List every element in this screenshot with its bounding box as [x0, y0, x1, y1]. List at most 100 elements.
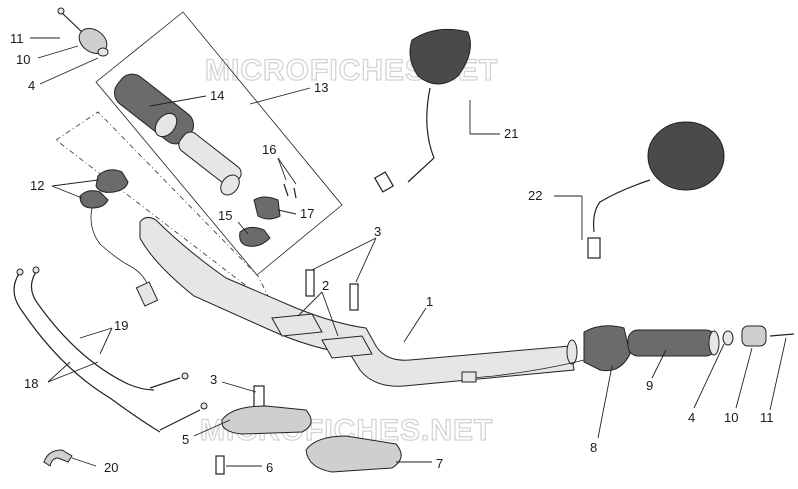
callout-13: 13: [314, 80, 328, 95]
callout-11-right: 11: [760, 410, 774, 425]
riser-bolt-3a: [305, 269, 315, 297]
right-mirror-stem: [593, 179, 651, 233]
left-mirror-21: [373, 28, 471, 193]
left-switch-lower: [79, 190, 109, 209]
left-switch-upper: [95, 169, 129, 193]
callout-6: 6: [266, 460, 273, 475]
right-switch-8: [461, 325, 631, 383]
cable-adjuster-1: [149, 377, 181, 389]
left-mirror-stem: [407, 87, 435, 183]
callout-17: 17: [300, 206, 314, 221]
left-end-bolt-11: [59, 10, 85, 35]
callout-9: 9: [646, 378, 653, 393]
lower-riser-5: [221, 385, 312, 435]
right-mirror-adapter: [587, 237, 601, 259]
left-switch-wire: [90, 207, 149, 287]
riser-bolt-3b: [349, 283, 359, 311]
handlebar-tube: [139, 216, 575, 387]
callout-20: 20: [104, 460, 118, 475]
leader-12b: [51, 185, 83, 199]
callout-19: 19: [114, 318, 128, 333]
callout-10-left: 10: [16, 52, 30, 67]
leader-2a: [297, 291, 323, 317]
right-switch-housing: [583, 325, 631, 372]
leader-1: [403, 307, 427, 343]
right-bar-end-weight-10: [741, 325, 767, 347]
right-switch-wire: [471, 359, 585, 379]
callout-4-right: 4: [688, 410, 695, 425]
throttle-tube-flange: [220, 174, 240, 196]
callout-3-lower: 3: [210, 372, 217, 387]
right-grip-end: [708, 330, 720, 356]
right-bar-end-assembly: [722, 325, 795, 347]
leader-10a: [37, 45, 79, 59]
callout-15: 15: [218, 208, 232, 223]
right-mirror-head: [647, 121, 725, 191]
callout-21: 21: [504, 126, 518, 141]
leader-8: [597, 365, 613, 439]
leader-3a2: [355, 237, 377, 283]
leader-14: [149, 95, 207, 107]
left-mirror-adapter: [373, 171, 395, 193]
leader-4b: [693, 343, 725, 409]
callout-7: 7: [436, 456, 443, 471]
callout-11-left: 11: [10, 31, 24, 46]
cable-adjuster-nut-2: [200, 402, 208, 410]
screw-16a: [283, 183, 289, 197]
handlebar-right-end: [566, 339, 578, 365]
callout-2: 2: [322, 278, 329, 293]
leader-17: [277, 209, 297, 215]
leader-3a1: [311, 237, 377, 271]
left-grip-14: [114, 73, 194, 145]
leader-18a: [47, 361, 71, 383]
lower-riser-body: [221, 405, 312, 435]
callout-1: 1: [426, 294, 433, 309]
callout-4-left: 4: [28, 78, 35, 93]
lower-riser-plate: [305, 435, 402, 473]
callout-12: 12: [30, 178, 44, 193]
left-mirror-head: [409, 28, 471, 85]
housing-half-17: [253, 196, 281, 220]
cable-clip-20: [43, 449, 73, 467]
screw-16b: [293, 187, 297, 199]
callout-8: 8: [590, 440, 597, 455]
leader-lines: [30, 37, 787, 467]
right-spacer-4: [722, 330, 734, 346]
left-end-bolt-head: [57, 7, 65, 15]
left-bar-end-assembly: [57, 7, 109, 57]
group-frame-13: [95, 11, 343, 276]
callout-5: 5: [182, 432, 189, 447]
riser-bolt-3c: [253, 385, 265, 409]
cable-18: [13, 271, 161, 433]
leader-10b: [735, 347, 753, 409]
left-grip-end: [154, 112, 178, 138]
right-end-bolt-11: [769, 333, 795, 337]
left-switch-connector: [135, 281, 159, 307]
callout-labels: 11 10 4 14 13 21 16 12 17 15 22 3 2 1 19…: [10, 31, 774, 475]
cable-adjuster-nut-1: [181, 372, 189, 380]
riser-bolt-6: [215, 455, 225, 475]
leader-4a: [39, 57, 99, 85]
leader-5: [193, 419, 231, 437]
callout-16: 16: [262, 142, 276, 157]
right-switch-connector: [461, 371, 477, 383]
callout-18: 18: [24, 376, 38, 391]
leader-3b: [221, 381, 257, 393]
throttle-housing-parts: [239, 183, 297, 247]
housing-half-15: [239, 226, 271, 247]
left-spacer-4: [97, 47, 109, 57]
right-grip-body: [627, 329, 717, 357]
cable-18-end: [16, 268, 24, 276]
leader-9: [651, 349, 667, 379]
leader-2b: [321, 291, 339, 337]
callout-10-right: 10: [724, 410, 738, 425]
lower-riser-7: [215, 435, 402, 475]
callout-3-upper: 3: [374, 224, 381, 239]
leader-15: [237, 221, 249, 235]
leader-16a: [277, 157, 287, 181]
left-switch-12: [79, 169, 159, 307]
upper-clamp-right: [321, 335, 373, 359]
leader-20: [71, 457, 97, 467]
throttle-tube: [178, 131, 242, 196]
